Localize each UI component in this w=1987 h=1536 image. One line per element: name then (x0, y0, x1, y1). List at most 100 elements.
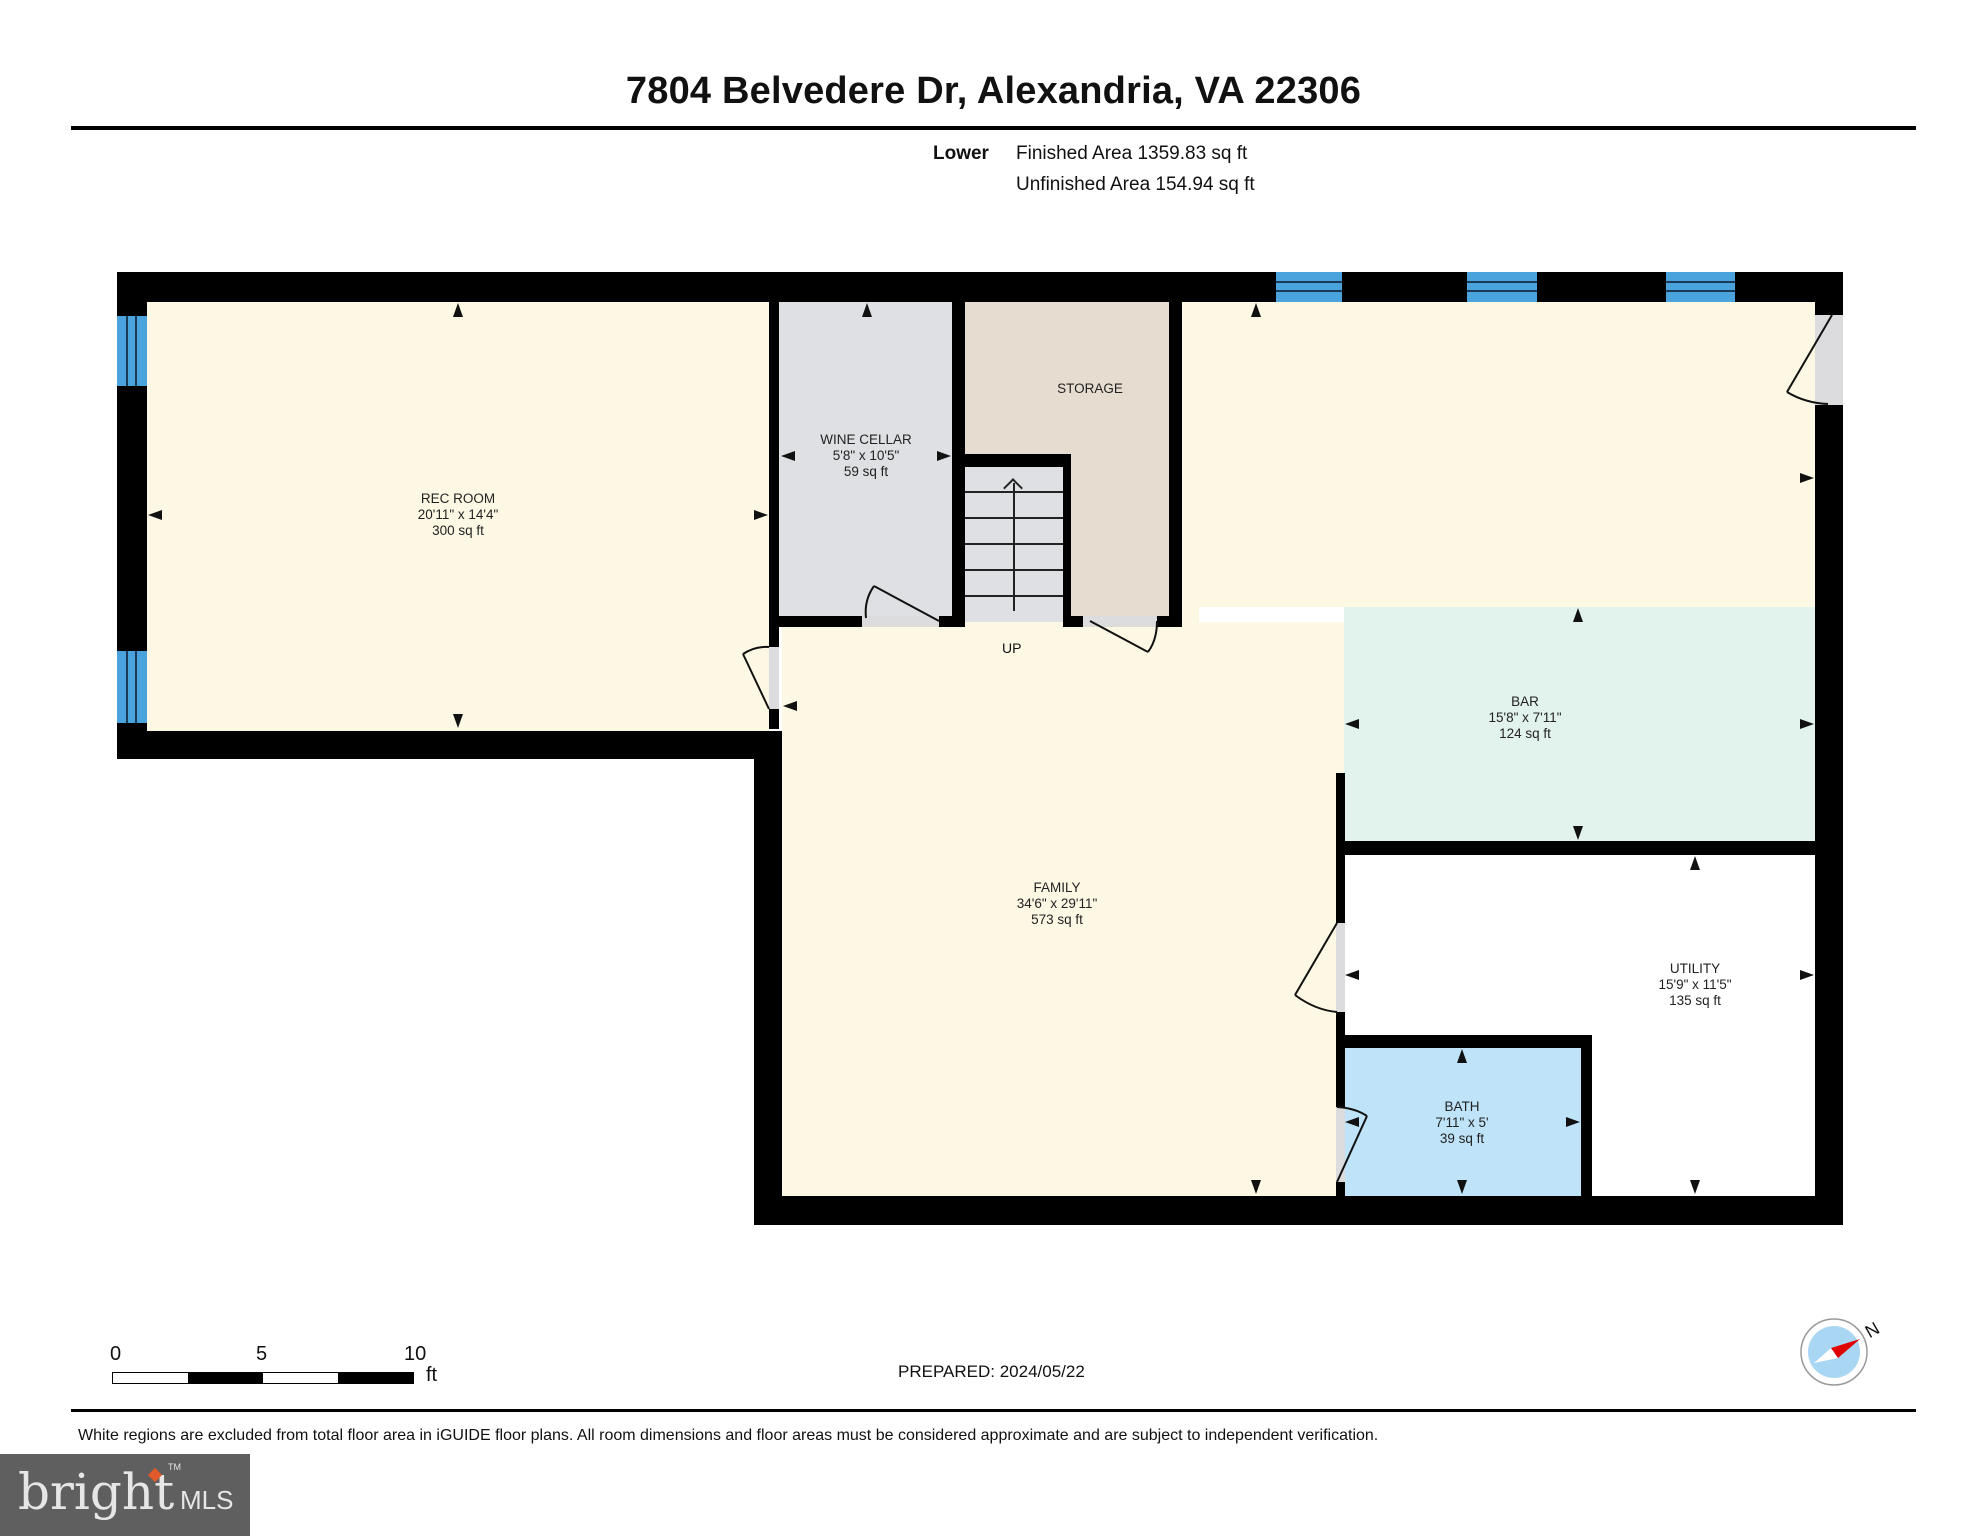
room-dimensions: 34'6" x 29'11" (1016, 896, 1098, 911)
scale-unit: ft (426, 1364, 438, 1386)
door-exterior-east[interactable] (1815, 315, 1843, 405)
room-area: 59 sq ft (843, 464, 889, 479)
room-name: FAMILY (1033, 880, 1081, 895)
window-north-2 (1467, 272, 1537, 302)
door-storage[interactable] (1083, 616, 1157, 627)
wall-stairs-east (1063, 454, 1071, 627)
wall-storage-east (1169, 302, 1182, 627)
wall-south-rec (117, 731, 782, 759)
dimension-arrow-icon (1457, 1049, 1467, 1063)
bath-label: BATH 7'11" x 5' 39 sq ft (1435, 1099, 1488, 1147)
rec-room-label: REC ROOM 20'11" x 14'4" 300 sq ft (418, 491, 499, 539)
scale-tick-10: 10 (404, 1343, 427, 1365)
wall-wine-east (952, 302, 965, 627)
window-rec-west-1 (117, 316, 147, 386)
floor-plan: UP (117, 272, 1843, 1225)
stairs-up-label: UP (1002, 640, 1022, 656)
window-north-1 (1276, 272, 1342, 302)
storage-label: STORAGE (1057, 381, 1123, 397)
room-family (782, 622, 1344, 1196)
room-name: STORAGE (1057, 381, 1123, 396)
header-divider (71, 126, 1916, 130)
dimension-arrow-icon (1800, 473, 1814, 483)
dimension-arrow-icon (754, 510, 768, 520)
dimension-arrow-icon (1690, 1180, 1700, 1194)
footer-divider (71, 1409, 1916, 1412)
dimension-arrow-icon (453, 303, 463, 317)
dimension-arrow-icon (1573, 826, 1583, 840)
room-bath (1345, 1048, 1581, 1196)
wall-rec-east (769, 302, 779, 729)
wall-stairs-north (965, 454, 1071, 467)
room-dimensions: 15'9" x 11'5" (1658, 977, 1732, 992)
dimension-arrow-icon (1800, 719, 1814, 729)
unfinished-area-text: Unfinished Area 154.94 sq ft (1016, 174, 1255, 195)
disclaimer-text: White regions are excluded from total fl… (78, 1427, 1379, 1444)
compass-icon (1800, 1318, 1868, 1386)
wine-cellar-label: WINE CELLAR 5'8" x 10'5" 59 sq ft (820, 432, 912, 480)
room-name: UTILITY (1669, 961, 1721, 976)
dimension-arrow-icon (781, 451, 795, 461)
room-name: BATH (1444, 1099, 1480, 1114)
family-label: FAMILY 34'6" x 29'11" 573 sq ft (1017, 880, 1098, 928)
dimension-arrow-icon (1345, 719, 1359, 729)
floor-level-label: Lower (933, 143, 989, 164)
dimension-arrow-icon (1566, 1117, 1580, 1127)
scale-tick-5: 5 (256, 1343, 268, 1365)
dimension-arrow-icon (783, 701, 797, 711)
room-area: 573 sq ft (1031, 912, 1083, 927)
room-dimensions: 7'11" x 5' (1435, 1115, 1489, 1130)
room-dimensions: 20'11" x 14'4" (417, 507, 499, 522)
door-bath[interactable] (1336, 1107, 1345, 1182)
dimension-arrow-icon (148, 510, 162, 520)
window-north-3 (1666, 272, 1735, 302)
room-name: WINE CELLAR (820, 432, 912, 447)
wall-north (117, 272, 1843, 302)
logo-mls-text: MLS (180, 1485, 234, 1515)
room-rec-room (147, 302, 769, 731)
room-area: 300 sq ft (432, 523, 484, 538)
logo-brand-text: bright (18, 1463, 175, 1521)
door-swings (742, 314, 1833, 1183)
door-rec-room[interactable] (769, 647, 779, 709)
wall-south (754, 1196, 1843, 1225)
dimension-arrow-icon (1690, 856, 1700, 870)
wall-east (1815, 272, 1843, 1225)
room-area: 135 sq ft (1669, 993, 1721, 1008)
dimension-arrow-icon (1573, 608, 1583, 622)
bright-mls-logo (0, 1454, 250, 1536)
prepared-date: PREPARED: 2024/05/22 (898, 1362, 1085, 1381)
stairs-up-arrow-icon (1013, 483, 1015, 611)
room-area: 39 sq ft (1439, 1131, 1485, 1146)
door-wine-cellar[interactable] (862, 616, 939, 627)
room-bar (1344, 607, 1815, 841)
bar-label: BAR 15'8" x 7'11" 124 sq ft (1488, 694, 1561, 742)
room-area: 124 sq ft (1499, 726, 1551, 741)
dimension-arrow-icon (1800, 970, 1814, 980)
dimension-arrow-icon (1251, 1180, 1261, 1194)
wall-bar-south (1336, 841, 1815, 855)
dimension-arrow-icon (1345, 970, 1359, 980)
finished-area-text: Finished Area 1359.83 sq ft (1016, 143, 1248, 164)
room-name: REC ROOM (420, 491, 496, 506)
property-address-title: 7804 Belvedere Dr, Alexandria, VA 22306 (625, 70, 1362, 112)
door-utility[interactable] (1336, 923, 1345, 1012)
room-name: BAR (1511, 694, 1539, 709)
room-dimensions: 15'8" x 7'11" (1488, 710, 1562, 725)
window-rec-west-2 (117, 651, 147, 723)
logo-trademark: TM (168, 1462, 181, 1472)
dimension-arrow-icon (1251, 303, 1261, 317)
wall-west-family (754, 731, 782, 1225)
scale-bar (112, 1372, 414, 1384)
dimension-arrow-icon (1457, 1180, 1467, 1194)
room-wine-cellar (779, 302, 952, 616)
wall-bath-north (1336, 1035, 1592, 1048)
wall-utility-west (1336, 855, 1345, 1196)
room-family-north (1182, 302, 1815, 607)
dimension-arrow-icon (937, 451, 951, 461)
dimension-arrow-icon (862, 303, 872, 317)
scale-tick-0: 0 (110, 1343, 122, 1365)
stairs[interactable] (965, 467, 1063, 622)
dimension-arrow-icon (453, 714, 463, 728)
dimension-arrow-icon (1345, 1117, 1359, 1127)
